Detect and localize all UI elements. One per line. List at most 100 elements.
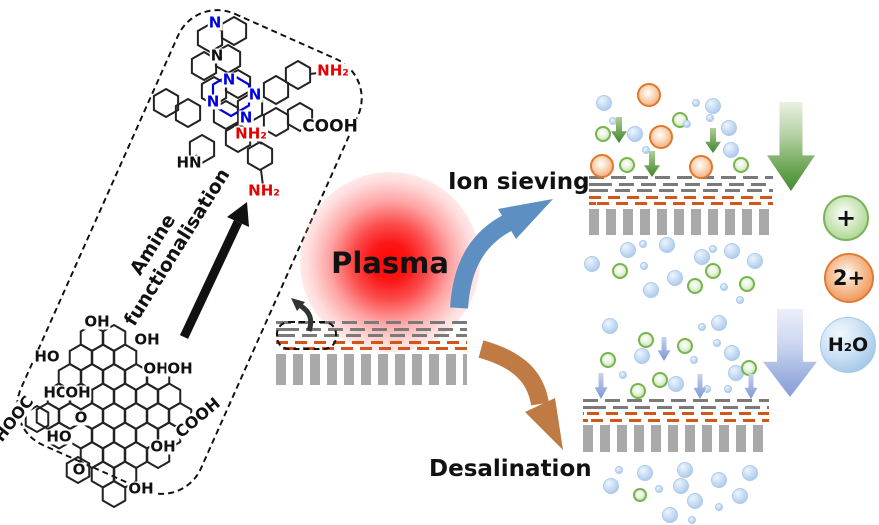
water-molecule xyxy=(747,253,763,269)
aminated-go-structure xyxy=(152,16,327,187)
water-molecule xyxy=(694,249,710,265)
water-molecule xyxy=(659,237,675,253)
water-molecule xyxy=(713,339,721,347)
go-laminate-layer xyxy=(589,182,773,186)
water-molecule xyxy=(721,120,737,136)
membrane-support-pillars xyxy=(276,353,467,385)
ion-flux-arrow xyxy=(644,151,660,177)
membrane-support-pillars xyxy=(589,208,773,235)
monovalent-ion xyxy=(633,488,647,502)
graphene-oxide-structure xyxy=(24,324,193,508)
functionalised-layer xyxy=(583,412,769,415)
water-molecule xyxy=(615,466,623,474)
water-molecule xyxy=(584,256,600,272)
water-molecule xyxy=(677,462,693,478)
monovalent-ion xyxy=(595,126,611,142)
monovalent-ion xyxy=(733,157,749,173)
water-molecule xyxy=(603,478,619,494)
water-molecule xyxy=(742,465,758,481)
ion-sieving-label: Ion sieving xyxy=(448,169,590,195)
monovalent-ion xyxy=(705,263,721,279)
water-molecule xyxy=(732,488,748,504)
plasma-label: Plasma xyxy=(331,246,449,280)
water-molecule xyxy=(724,243,740,259)
water-molecule xyxy=(711,472,727,488)
monovalent-ion xyxy=(630,383,646,399)
legend-divalent-ion: 2+ xyxy=(824,253,874,303)
water-molecule xyxy=(619,371,627,379)
water-molecule xyxy=(683,120,691,128)
legend-water: H₂O xyxy=(820,317,876,373)
water-flux-arrow xyxy=(693,374,707,399)
divalent-ion xyxy=(637,83,661,107)
divalent-ion xyxy=(590,154,614,178)
monovalent-ion xyxy=(600,352,616,368)
legend-monovalent-label: + xyxy=(835,204,857,232)
water-molecule xyxy=(634,348,650,364)
water-molecule xyxy=(705,98,721,114)
functionalised-layer xyxy=(276,340,467,344)
water-molecule xyxy=(637,465,653,481)
water-molecule xyxy=(640,262,648,270)
monovalent-ion xyxy=(741,360,757,376)
water-molecule xyxy=(655,485,663,493)
water-molecule xyxy=(620,242,636,258)
functionalised-layer xyxy=(589,195,773,199)
monovalent-ion xyxy=(652,372,668,388)
membrane-support-pillars xyxy=(583,425,769,452)
go-laminate-layer xyxy=(589,189,773,192)
water-molecule xyxy=(736,296,744,304)
functionalised-layer xyxy=(276,347,467,350)
ion-sieving-membrane xyxy=(589,176,773,235)
water-molecule xyxy=(643,282,659,298)
monovalent-ion xyxy=(672,112,688,128)
go-laminate-layer xyxy=(589,176,773,179)
water-molecule xyxy=(711,315,727,331)
water-molecule xyxy=(667,270,683,286)
water-molecule xyxy=(609,117,617,125)
ion-feed-flow-arrow xyxy=(767,102,815,191)
water-molecule xyxy=(602,318,618,334)
legend-divalent-label: 2+ xyxy=(832,266,866,290)
water-molecule xyxy=(709,245,717,253)
membrane-highlight-ellipse xyxy=(276,321,337,350)
source-membrane xyxy=(276,321,467,385)
water-flux-arrow xyxy=(594,373,608,399)
ion-flux-arrow xyxy=(611,117,627,143)
water-molecule xyxy=(706,114,714,122)
monovalent-ion xyxy=(619,157,635,173)
water-molecule xyxy=(715,503,723,511)
water-flux-arrow xyxy=(744,374,758,399)
water-molecule xyxy=(596,95,612,111)
water-molecule xyxy=(642,146,650,154)
water-molecule xyxy=(690,356,698,364)
desalination-membrane xyxy=(583,399,769,452)
water-molecule xyxy=(724,385,732,393)
monovalent-ion xyxy=(612,263,628,279)
water-molecule xyxy=(720,283,728,291)
water-molecule xyxy=(688,516,696,524)
functionalised-layer xyxy=(583,418,769,422)
go-laminate-layer xyxy=(276,334,467,337)
water-molecule xyxy=(687,493,703,509)
water-flow-arrow xyxy=(763,309,817,397)
ion-flux-arrow xyxy=(705,128,721,153)
water-molecule xyxy=(724,345,740,361)
legend-water-label: H₂O xyxy=(827,334,869,356)
desalination-label: Desalination xyxy=(429,456,592,482)
water-flux-arrow xyxy=(657,337,671,361)
water-molecule xyxy=(627,126,643,142)
water-molecule xyxy=(698,323,706,331)
go-laminate-layer xyxy=(583,399,769,402)
water-molecule xyxy=(728,365,744,381)
water-molecule xyxy=(673,478,689,494)
monovalent-ion xyxy=(687,278,703,294)
go-laminate-layer xyxy=(276,321,467,324)
functionalised-layer xyxy=(589,202,773,205)
go-laminate-layer xyxy=(583,405,769,409)
monovalent-ion xyxy=(739,276,755,292)
monovalent-ion xyxy=(638,332,654,348)
water-molecule xyxy=(703,385,711,393)
desalination-arrow xyxy=(478,340,563,450)
